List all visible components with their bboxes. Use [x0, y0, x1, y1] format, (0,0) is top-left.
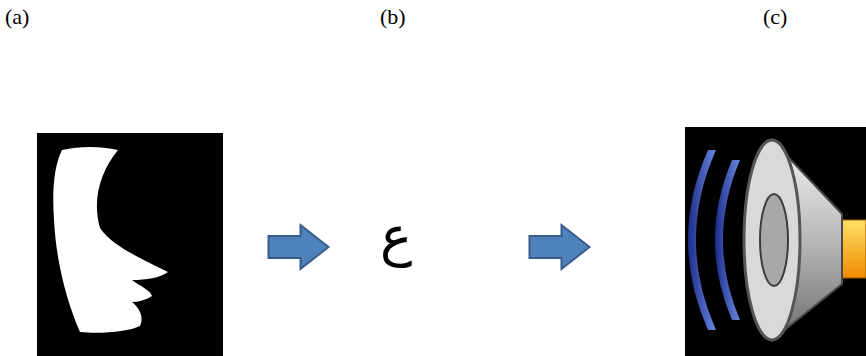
sound-wave	[688, 150, 716, 330]
panel-node: (b) ع	[372, 5, 434, 305]
panel-label: (a)	[5, 5, 29, 29]
speaker-rim	[744, 140, 800, 340]
face-panel	[37, 133, 223, 356]
sound-wave	[715, 160, 740, 320]
panel-node: (a)	[5, 5, 225, 356]
panel-label: (b)	[380, 5, 406, 29]
panel-label: (c)	[763, 5, 787, 29]
block-arrow	[269, 225, 329, 269]
panel-node: (c)	[685, 5, 866, 356]
block-arrow	[530, 225, 590, 269]
speaker-dome	[760, 194, 788, 286]
face-silhouette	[53, 147, 168, 333]
speaker-panel	[685, 127, 866, 356]
phoneme-letter: ع	[380, 205, 412, 270]
